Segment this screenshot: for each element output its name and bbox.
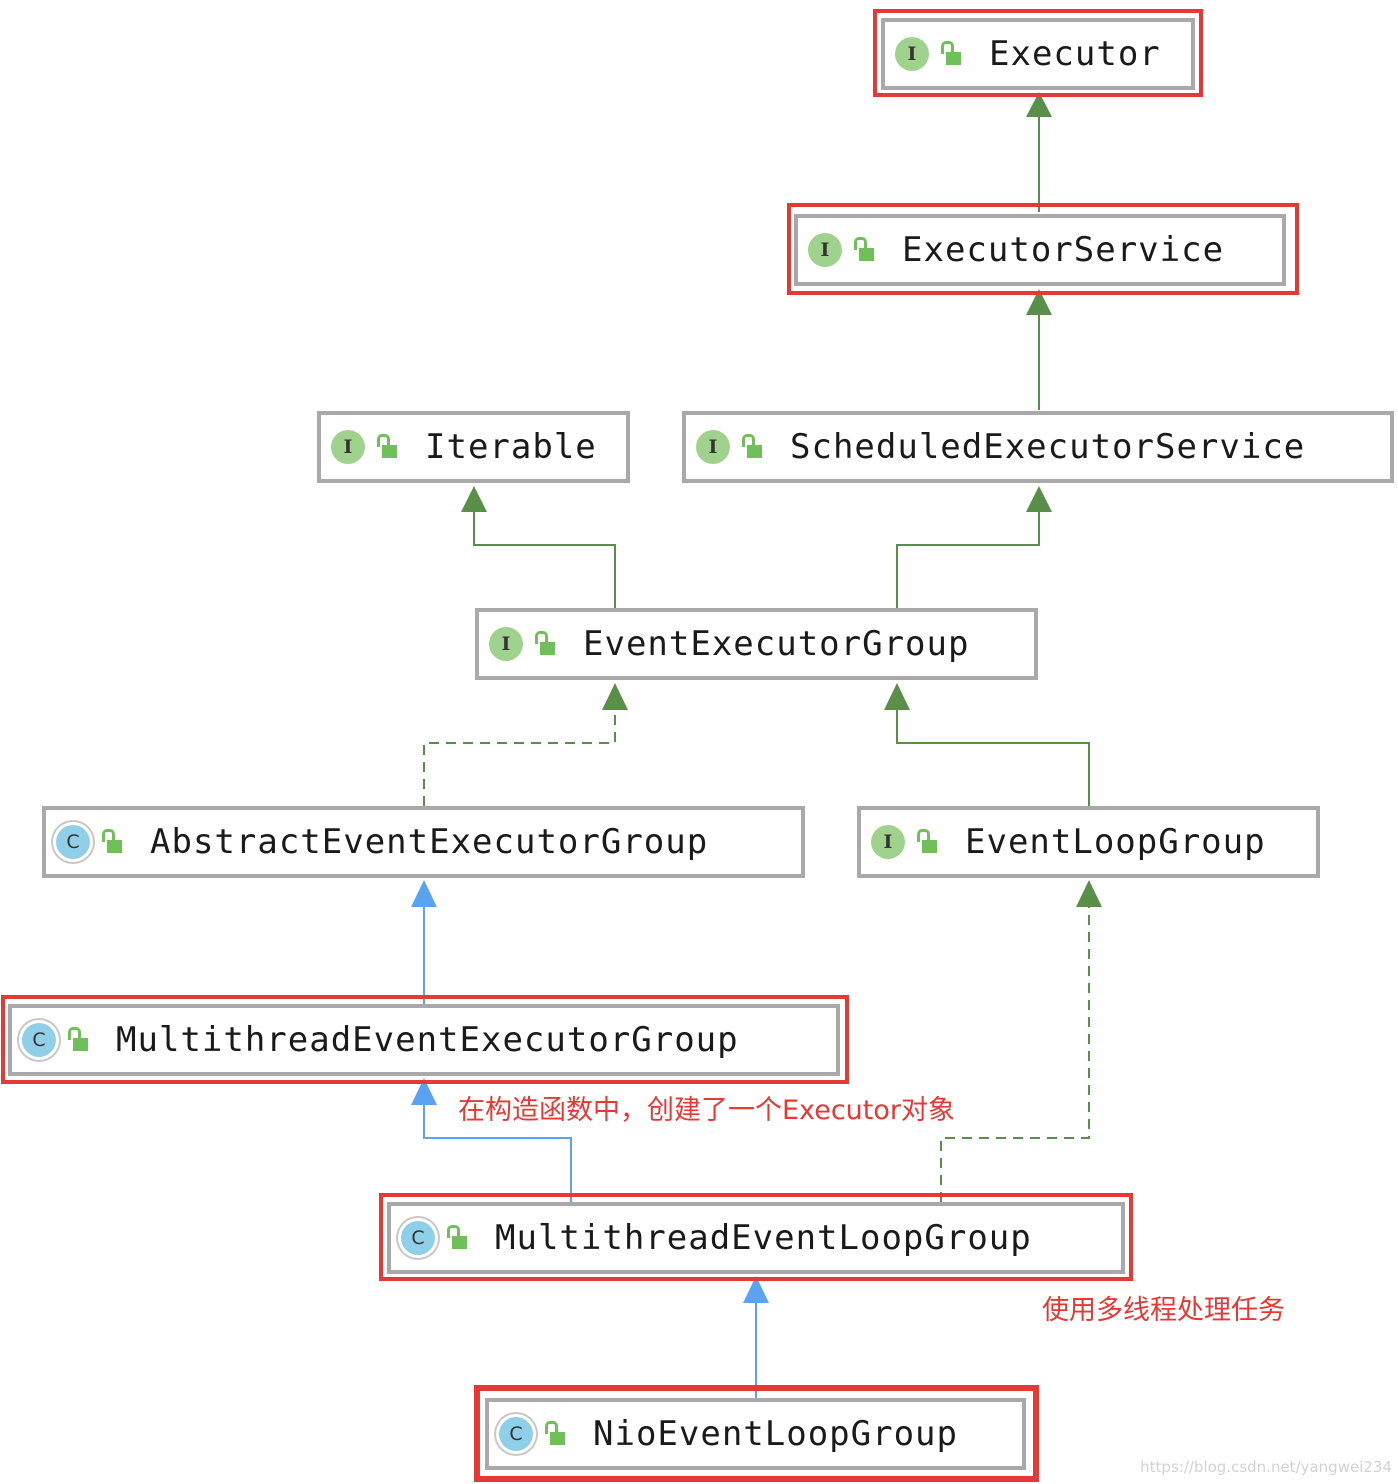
node-iterable[interactable]: I Iterable	[317, 411, 630, 483]
edge-multithreadloop-to-multithreadexecutor	[423, 1104, 572, 1202]
node-multithread-event-executor-group[interactable]: C MultithreadEventExecutorGroup	[8, 1004, 840, 1076]
public-access-icon	[445, 1223, 469, 1253]
node-executor[interactable]: I Executor	[881, 18, 1195, 90]
node-label: EventLoopGroup	[965, 822, 1266, 862]
edge-eventloopgroup-to-eventexecutorgroup	[896, 709, 1090, 806]
public-access-icon	[939, 39, 963, 69]
node-executor-service[interactable]: I ExecutorService	[794, 214, 1286, 286]
edge-arrowhead	[411, 1078, 437, 1105]
edge-arrowhead	[1026, 289, 1052, 315]
node-label: NioEventLoopGroup	[593, 1414, 958, 1454]
class-icon: C	[56, 825, 90, 859]
edge-arrowhead	[1026, 92, 1052, 117]
highlight-executor	[873, 9, 1203, 97]
watermark: https://blog.csdn.net/yangwei234	[1140, 1458, 1392, 1476]
public-access-icon	[915, 827, 939, 857]
annotation-multithread-note: 使用多线程处理任务	[1042, 1295, 1285, 1326]
highlight-multithread-event-loop-group	[379, 1193, 1133, 1281]
public-access-icon	[100, 827, 124, 857]
edge-arrowhead	[743, 1276, 769, 1303]
public-access-icon	[66, 1025, 90, 1055]
class-icon: C	[499, 1417, 533, 1451]
node-event-executor-group[interactable]: I EventExecutorGroup	[475, 608, 1038, 680]
edge-arrowhead	[884, 683, 910, 710]
edge-arrowhead	[602, 683, 628, 710]
class-icon: C	[401, 1221, 435, 1255]
public-access-icon	[543, 1419, 567, 1449]
node-label: AbstractEventExecutorGroup	[150, 822, 709, 862]
node-scheduled-executor-service[interactable]: I ScheduledExecutorService	[682, 411, 1394, 483]
edge-arrowhead	[411, 880, 437, 907]
interface-icon: I	[331, 430, 365, 464]
node-label: ExecutorService	[902, 230, 1225, 270]
node-multithread-event-loop-group[interactable]: C MultithreadEventLoopGroup	[387, 1202, 1125, 1274]
edge-abstract-to-eventexecutorgroup	[423, 709, 616, 806]
interface-icon: I	[489, 627, 523, 661]
annotation-executor-note: 在构造函数中，创建了一个Executor对象	[458, 1095, 955, 1126]
node-label: MultithreadEventLoopGroup	[495, 1218, 1032, 1258]
highlight-multithread-event-executor-group	[1, 995, 849, 1084]
node-event-loop-group[interactable]: I EventLoopGroup	[857, 806, 1320, 878]
public-access-icon	[852, 235, 876, 265]
node-label: Iterable	[425, 427, 597, 467]
edge-arrowhead	[461, 486, 487, 512]
public-access-icon	[375, 432, 399, 462]
edge-multithreadloop-to-eventloopgroup	[940, 906, 1090, 1202]
node-label: MultithreadEventExecutorGroup	[116, 1020, 739, 1060]
interface-icon: I	[871, 825, 905, 859]
edge-eventexecutorgroup-to-iterable	[473, 511, 616, 608]
edge-eventexecutorgroup-to-scheduled	[896, 511, 1040, 608]
interface-icon: I	[895, 37, 929, 71]
edge-arrowhead	[1076, 880, 1102, 907]
highlight-nio-event-loop-group	[474, 1385, 1039, 1482]
public-access-icon	[740, 432, 764, 462]
node-label: EventExecutorGroup	[583, 624, 970, 664]
node-nio-event-loop-group[interactable]: C NioEventLoopGroup	[485, 1398, 1026, 1470]
node-label: Executor	[989, 34, 1161, 74]
interface-icon: I	[696, 430, 730, 464]
node-abstract-event-executor-group[interactable]: C AbstractEventExecutorGroup	[42, 806, 805, 878]
node-label: ScheduledExecutorService	[790, 427, 1306, 467]
public-access-icon	[533, 629, 557, 659]
edge-arrowhead	[1026, 486, 1052, 512]
interface-icon: I	[808, 233, 842, 267]
class-icon: C	[22, 1023, 56, 1057]
highlight-executor-service	[787, 203, 1299, 295]
